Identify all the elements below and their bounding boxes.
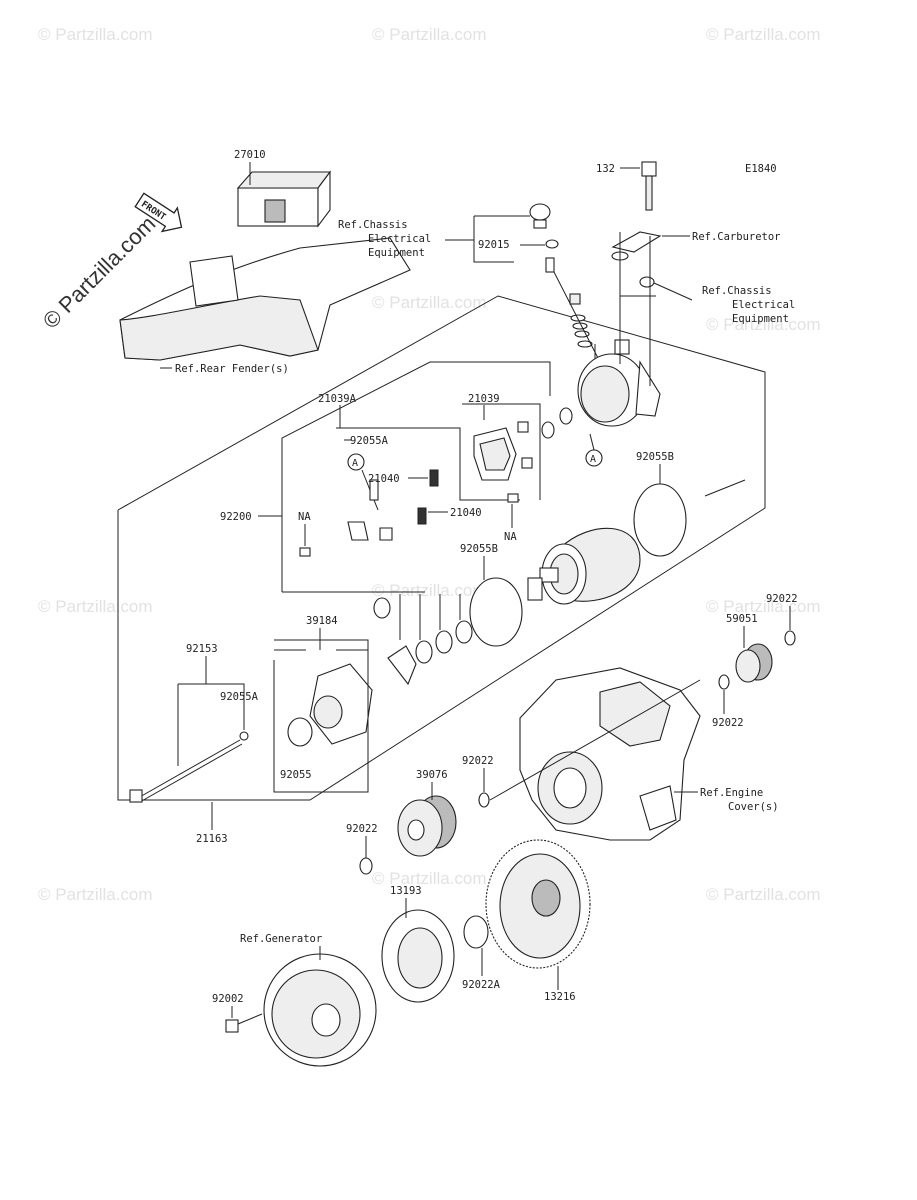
generator-rotor (263, 953, 377, 1067)
part-21040-b-label: 21040 (450, 507, 482, 519)
part-21039A-label: 21039A (318, 393, 357, 405)
part-92022-b-label: 92022 (712, 717, 744, 729)
brush-terminal-21039A (347, 469, 393, 541)
washer-92022A (463, 915, 489, 949)
watermark-tile: © Partzilla.com (372, 869, 487, 888)
washer-92022-c (478, 792, 490, 808)
watermark-tile: © Partzilla.com (38, 25, 153, 44)
part-13216-label: 13216 (544, 991, 576, 1003)
watermark-tiles: © Partzilla.com © Partzilla.com © Partzi… (38, 25, 821, 904)
part-92022-c-label: 92022 (462, 755, 494, 767)
terminal-stack (545, 257, 601, 363)
brush-holder-21039 (473, 421, 533, 481)
na-left-label: NA (298, 511, 311, 523)
part-92022-a-label: 92022 (766, 593, 798, 605)
callout-a-left (347, 453, 365, 471)
part-92015-label: 92015 (478, 239, 510, 251)
ref-chassis-electrical-1-line2: Electrical (368, 233, 431, 245)
screw-na-right (507, 493, 519, 503)
watermark-tile: © Partzilla.com (706, 597, 821, 616)
part-92022A-label: 92022A (462, 979, 501, 991)
nut-92015 (545, 239, 559, 249)
part-92055A-left-label: 92055A (220, 691, 259, 703)
terminal-boot (529, 203, 551, 229)
watermark-tile: © Partzilla.com (372, 293, 487, 312)
ref-chassis-electrical-1-line1: Ref.Chassis (338, 219, 408, 231)
brush-spring-21040-a (429, 469, 439, 487)
ref-rear-fender-label: Ref.Rear Fender(s) (175, 363, 289, 375)
part-92055B-mid-label: 92055B (460, 543, 498, 555)
part-27010-label: 27010 (234, 149, 266, 161)
starter-armature (527, 527, 641, 605)
callout-a-right-label: A (590, 454, 596, 465)
part-132-label: 132 (596, 163, 615, 175)
o-ring-92055B-mid (469, 577, 523, 647)
part-92022-d-label: 92022 (346, 823, 378, 835)
ref-chassis-electrical-2-line2: Electrical (732, 299, 795, 311)
part-92200-label: 92200 (220, 511, 252, 523)
bolt-92002 (225, 1013, 263, 1033)
part-39184-label: 39184 (306, 615, 338, 627)
part-21039-label: 21039 (468, 393, 500, 405)
watermark-tile: © Partzilla.com (706, 315, 821, 334)
washer-92022-d (359, 857, 373, 875)
washer (541, 421, 555, 439)
chassis-wire-lead (639, 276, 693, 301)
watermark-tile: © Partzilla.com (706, 885, 821, 904)
ref-generator-label: Ref.Generator (240, 933, 322, 945)
part-92055-label: 92055 (280, 769, 312, 781)
watermark-tile: © Partzilla.com (38, 885, 153, 904)
part-21040-a-label: 21040 (368, 473, 400, 485)
starter-gear-13216 (485, 839, 591, 969)
o-ring-92055 (287, 717, 313, 747)
starter-clutch-13193 (381, 909, 455, 1003)
part-39076-label: 39076 (416, 769, 448, 781)
diagram-code: E1840 (745, 163, 777, 175)
ref-chassis-electrical-2-line3: Equipment (732, 313, 789, 325)
ref-engine-cover-line2: Cover(s) (728, 801, 779, 813)
part-92153-label: 92153 (186, 643, 218, 655)
bolt-132 (641, 161, 657, 211)
watermark-tile: © Partzilla.com (372, 581, 487, 600)
washer-92022-b (718, 674, 730, 690)
ref-engine-cover-line1: Ref.Engine (700, 787, 763, 799)
rear-fender-assembly (119, 170, 411, 361)
watermark-tile: © Partzilla.com (706, 25, 821, 44)
brush-spring-21040-b (417, 507, 427, 525)
long-bolt-92153 (129, 739, 243, 803)
idle-gear-59051 (735, 643, 773, 683)
callout-a-left-label: A (352, 458, 358, 469)
ref-chassis-electrical-2-line1: Ref.Chassis (702, 285, 772, 297)
watermark-tile: © Partzilla.com (372, 25, 487, 44)
part-92002-label: 92002 (212, 993, 244, 1005)
washer (559, 407, 573, 425)
washer-92022-a (784, 630, 796, 646)
ref-carburetor-label: Ref.Carburetor (692, 231, 781, 243)
carburetor-wire-connector (611, 231, 662, 261)
o-ring-92055A-left (239, 731, 249, 741)
na-right-label: NA (504, 531, 517, 543)
part-59051-label: 59051 (726, 613, 758, 625)
watermark-tile: © Partzilla.com (38, 597, 153, 616)
part-21163-label: 21163 (196, 833, 228, 845)
part-92055B-right-label: 92055B (636, 451, 674, 463)
part-13193-label: 13193 (390, 885, 422, 897)
part-92055A-top-label: 92055A (350, 435, 389, 447)
starter-end-cover (577, 339, 661, 427)
starter-front-bracket-39184 (309, 663, 373, 745)
screw-na-left (299, 547, 311, 557)
ref-chassis-electrical-1-line3: Equipment (368, 247, 425, 259)
washer-stack (373, 594, 473, 686)
idle-gear-39076 (397, 795, 457, 857)
engine-cover (519, 667, 701, 841)
o-ring-92055B-right (633, 483, 687, 557)
